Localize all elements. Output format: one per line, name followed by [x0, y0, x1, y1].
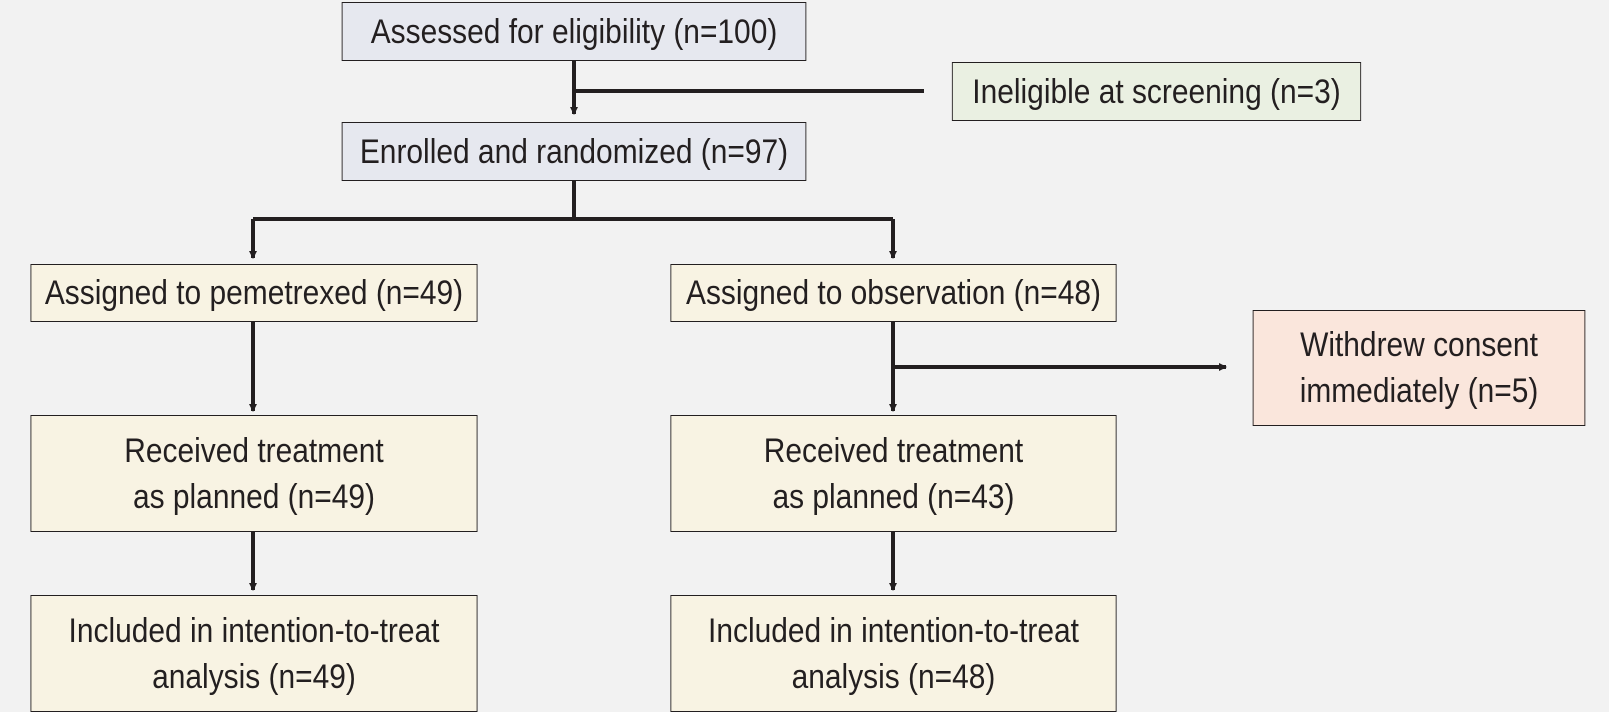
box-label-line: analysis (n=49): [152, 657, 356, 696]
box-withdrew-consent: Withdrew consent immediately (n=5): [1252, 310, 1586, 426]
box-label-line: as planned (n=49): [132, 477, 376, 516]
box-label-line: Assigned to observation (n=48): [685, 274, 1101, 312]
box-label-line: Ineligible at screening (n=3): [972, 72, 1341, 111]
box-label-line: as planned (n=43): [772, 477, 1015, 516]
box-label-line: Included in intention-to-treat: [708, 611, 1079, 650]
box-assigned-to-pemetrexed: Assigned to pemetrexed (n=49): [30, 264, 478, 322]
box-ineligible-at-screening: Ineligible at screening (n=3): [951, 62, 1362, 121]
box-label-line: Received treatment: [124, 431, 384, 470]
box-observation-itt-analysis: Included in intention-to-treat analysis (…: [670, 595, 1117, 712]
box-label-line: immediately (n=5): [1299, 372, 1539, 410]
box-observation-received-treatment: Received treatment as planned (n=43): [670, 415, 1117, 532]
box-enrolled-and-randomized: Enrolled and randomized (n=97): [341, 122, 807, 181]
box-label-line: Enrolled and randomized (n=97): [359, 132, 789, 171]
box-pemetrexed-itt-analysis: Included in intention-to-treat analysis (…: [30, 595, 478, 712]
box-label-line: Assessed for eligibility (n=100): [370, 12, 778, 51]
box-label-line: Assigned to pemetrexed (n=49): [44, 274, 464, 312]
box-label-line: analysis (n=48): [791, 657, 996, 696]
box-assessed-for-eligibility: Assessed for eligibility (n=100): [341, 2, 807, 61]
box-pemetrexed-received-treatment: Received treatment as planned (n=49): [30, 415, 478, 532]
box-label-line: Included in intention-to-treat: [68, 611, 440, 650]
box-assigned-to-observation: Assigned to observation (n=48): [670, 264, 1117, 322]
box-label-line: Withdrew consent: [1300, 326, 1538, 364]
box-label-line: Received treatment: [763, 431, 1024, 470]
